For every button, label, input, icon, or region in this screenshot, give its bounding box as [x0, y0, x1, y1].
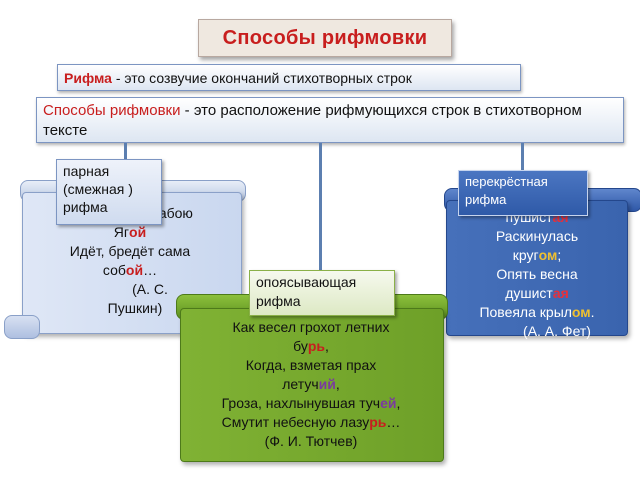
poem-line: (А. А. Фет): [523, 323, 591, 339]
cross-poem: пушистая Раскинулась кругом; Опять весна…: [452, 208, 622, 341]
paired-rhyme-label: парная (смежная ) рифма: [56, 159, 162, 225]
methods-definition-text: - это расположение рифмующихся строк в с…: [43, 102, 582, 139]
poem-line: Раскинулась: [495, 228, 579, 244]
cross-scroll-body: [446, 200, 628, 336]
poem-line: Как весел грохот летних: [232, 319, 390, 335]
poem-line: Гроза, нахлынувшая тучей,: [221, 395, 401, 411]
connector-center: [319, 143, 322, 273]
paired-poem: Таабою Ягой Идёт, бредёт сама собой… (А.…: [30, 204, 230, 318]
connector-right: [521, 143, 524, 173]
paired-scroll-side-roll: [4, 315, 40, 339]
slide-title: Способы рифмовки: [198, 19, 452, 57]
poem-line: Повеяла крылом.: [479, 304, 595, 320]
poem-line: (Ф. И. Тютчев): [264, 433, 358, 449]
poem-line: собой…: [102, 262, 158, 278]
methods-term: Способы рифмовки: [43, 102, 181, 119]
encircling-poem: Как весел грохот летних бурь, Когда, взм…: [184, 318, 438, 451]
rhyme-term: Рифма: [64, 70, 112, 86]
poem-line: Опять весна: [496, 266, 578, 282]
rhyme-definition: Рифма - это созвучие окончаний стихотвор…: [57, 64, 521, 91]
poem-line: Пушкин): [107, 300, 163, 316]
poem-line: Идёт, бредёт сама: [69, 243, 191, 259]
poem-line: Ягой: [113, 224, 147, 240]
poem-line: Смутит небесную лазурь…: [221, 414, 401, 430]
encircling-rhyme-label: опоясывающая рифма: [249, 270, 395, 316]
poem-line: летучий,: [282, 376, 340, 392]
cross-rhyme-label: перекрёстная рифма: [458, 170, 588, 216]
rhyme-definition-text: - это созвучие окончаний стихотворных ст…: [111, 70, 412, 86]
poem-line: душистая: [505, 285, 569, 301]
poem-line: кругом;: [512, 247, 562, 263]
encircling-scroll-body: [180, 308, 444, 462]
poem-line: бурь,: [293, 338, 329, 354]
poem-line: Когда, взметая прах: [245, 357, 377, 373]
poem-line: (А. С.: [132, 281, 168, 297]
methods-definition: Способы рифмовки - это расположение рифм…: [36, 97, 624, 143]
